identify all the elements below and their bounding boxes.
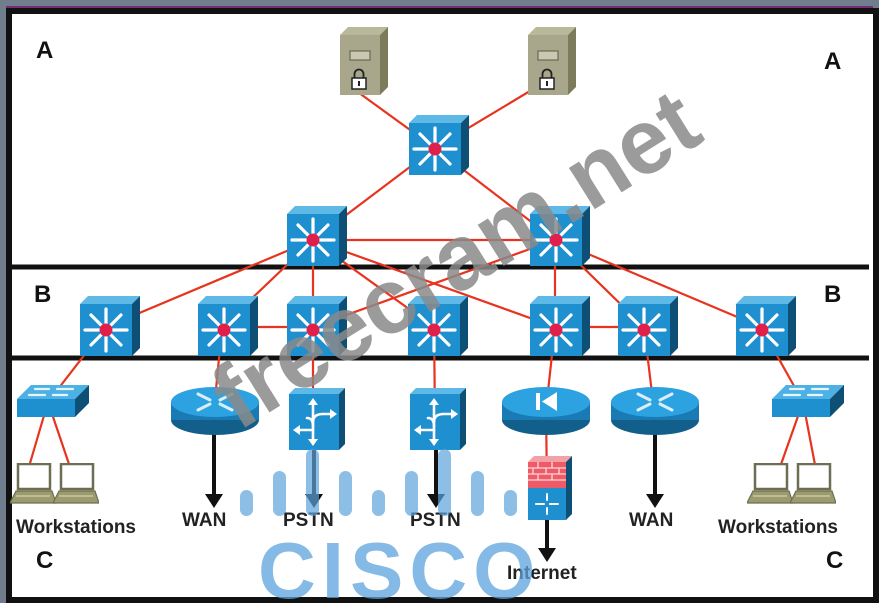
secure-server-icon	[340, 27, 389, 95]
output-label-wan-right: WAN	[629, 510, 673, 531]
workstation-icon	[747, 463, 793, 505]
cisco-logo-bar	[306, 449, 319, 516]
zone-label-c-left: C	[36, 547, 53, 574]
arrowhead-icon	[538, 548, 556, 562]
multilayer-switch-icon	[618, 296, 678, 356]
workstation-icon	[10, 463, 56, 505]
cisco-logo-text: CISCO	[258, 526, 541, 599]
router-icon	[610, 386, 700, 436]
workgroup-switch-icon	[17, 385, 89, 419]
zone-label-a-right: A	[824, 48, 841, 75]
cisco-logo-bar	[405, 471, 418, 516]
workgroup-switch-icon	[772, 385, 844, 419]
output-label-wan-left: WAN	[182, 510, 226, 531]
zone-label-b-left: B	[34, 281, 51, 308]
arrowhead-icon	[205, 494, 223, 508]
arrowhead-icon	[646, 494, 664, 508]
cisco-logo-bar	[339, 471, 352, 516]
multilayer-switch-icon	[409, 115, 469, 175]
workstations-label-left: Workstations	[16, 517, 136, 538]
output-label-pstn-2: PSTN	[410, 510, 461, 531]
workstation-icon	[790, 463, 836, 505]
zone-label-a-left: A	[36, 37, 53, 64]
output-label-internet: Internet	[507, 563, 577, 584]
cisco-logo-bar	[372, 490, 385, 516]
top-accent-line	[6, 6, 873, 8]
cisco-logo-bar	[240, 490, 253, 516]
multilayer-switch-icon	[287, 206, 347, 266]
cisco-logo-bar	[471, 471, 484, 516]
zone-label-c-right: C	[826, 547, 843, 574]
cisco-logo-bar	[438, 449, 451, 516]
multilayer-switch-icon	[80, 296, 140, 356]
workstations-label-right: Workstations	[718, 517, 838, 538]
vpn-router-icon	[502, 387, 590, 435]
firewall-icon	[528, 456, 572, 520]
cisco-logo-bar	[273, 471, 286, 516]
multilayer-switch-icon	[530, 296, 590, 356]
link-core_left-dist1	[105, 238, 314, 329]
zone-label-b-right: B	[824, 281, 841, 308]
voice-gateway-icon	[410, 388, 466, 450]
cisco-logo-watermark: CISCO	[240, 449, 541, 599]
cisco-logo-bar	[504, 490, 517, 516]
output-label-pstn-1: PSTN	[283, 510, 334, 531]
link-core_right-dist3	[312, 238, 556, 329]
secure-server-icon	[528, 27, 577, 95]
workstation-icon	[53, 463, 99, 505]
multilayer-switch-icon	[736, 296, 796, 356]
